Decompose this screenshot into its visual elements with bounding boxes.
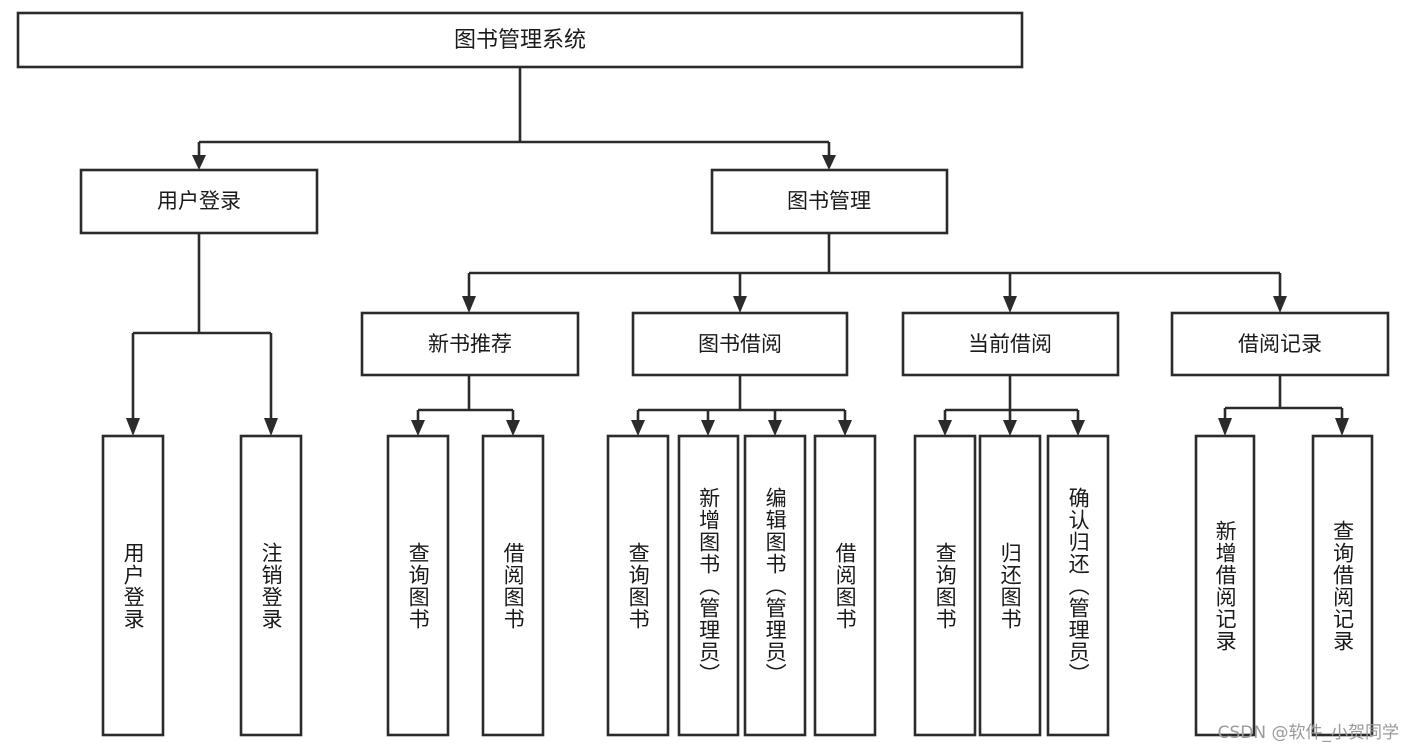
connector-layer [126,67,1349,436]
arrowhead-leaf-query-borrow-record [1335,418,1349,436]
node-leaf-add-borrow-record[interactable] [1194,434,1256,737]
node-book-manage-label: 图书管理 [787,189,871,213]
csdn-watermark: CSDN @软件_小贺同学 [1217,723,1399,743]
node-borrow-record-label: 借阅记录 [1238,332,1322,356]
node-new-book-recommend[interactable] [360,311,580,377]
arrowhead-borrow-record [1273,296,1287,313]
arrowhead-book-manage [822,155,836,170]
arrowhead-leaf-confirm-return-admin [1071,420,1085,436]
arrowhead-book-borrow [733,296,747,313]
arrowhead-user-login [192,155,206,170]
node-user-login[interactable] [79,168,319,235]
node-leaf-query-book-borrow[interactable] [606,434,670,737]
node-book-manage[interactable] [710,168,949,235]
arrowhead-leaf-add-book-admin [701,420,715,436]
arrowhead-leaf-borrow-book-rec [506,420,520,436]
arrowhead-leaf-borrow-book [838,420,852,436]
node-leaf-borrow-book[interactable] [813,434,877,737]
node-current-borrow-label: 当前借阅 [968,332,1052,356]
node-box-layer: 图书管理系统 用户登录 图书管理 新书推荐 图书借阅 当前借阅 借阅记录 [16,11,1390,737]
node-borrow-record[interactable] [1170,311,1390,377]
node-leaf-add-book-admin[interactable] [677,434,740,737]
node-leaf-confirm-return-admin[interactable] [1046,434,1110,737]
arrowhead-leaf-query-book-rec [411,420,425,436]
node-leaf-query-book-rec[interactable] [386,434,450,737]
arrowhead-current-borrow [1003,296,1017,313]
arrowhead-new-book-recommend [462,296,476,313]
node-leaf-query-borrow-record[interactable] [1311,434,1374,737]
arrowhead-leaf-query-book-borrow [631,420,645,436]
node-current-borrow[interactable] [901,311,1120,377]
arrowhead-leaf-user-login [126,418,140,436]
node-book-borrow[interactable] [631,311,849,377]
arrowhead-leaf-user-logout [264,418,278,436]
node-root-label: 图书管理系统 [454,28,586,53]
node-new-book-recommend-label: 新书推荐 [428,332,512,356]
node-root[interactable] [16,11,1024,69]
node-book-borrow-label: 图书借阅 [698,332,782,356]
node-leaf-user-logout[interactable] [239,434,303,737]
arrowhead-leaf-edit-book-admin [768,420,782,436]
arrowhead-leaf-add-borrow-record [1218,418,1232,436]
node-user-login-label: 用户登录 [157,189,241,213]
node-leaf-query-book-cur[interactable] [913,434,977,737]
node-leaf-borrow-book-rec[interactable] [481,434,545,737]
node-leaf-return-book[interactable] [978,434,1042,737]
arrowhead-leaf-query-book-cur [938,420,952,436]
node-leaf-edit-book-admin[interactable] [743,434,807,737]
node-leaf-user-login[interactable] [101,434,165,737]
arrowhead-leaf-return-book [1003,420,1017,436]
